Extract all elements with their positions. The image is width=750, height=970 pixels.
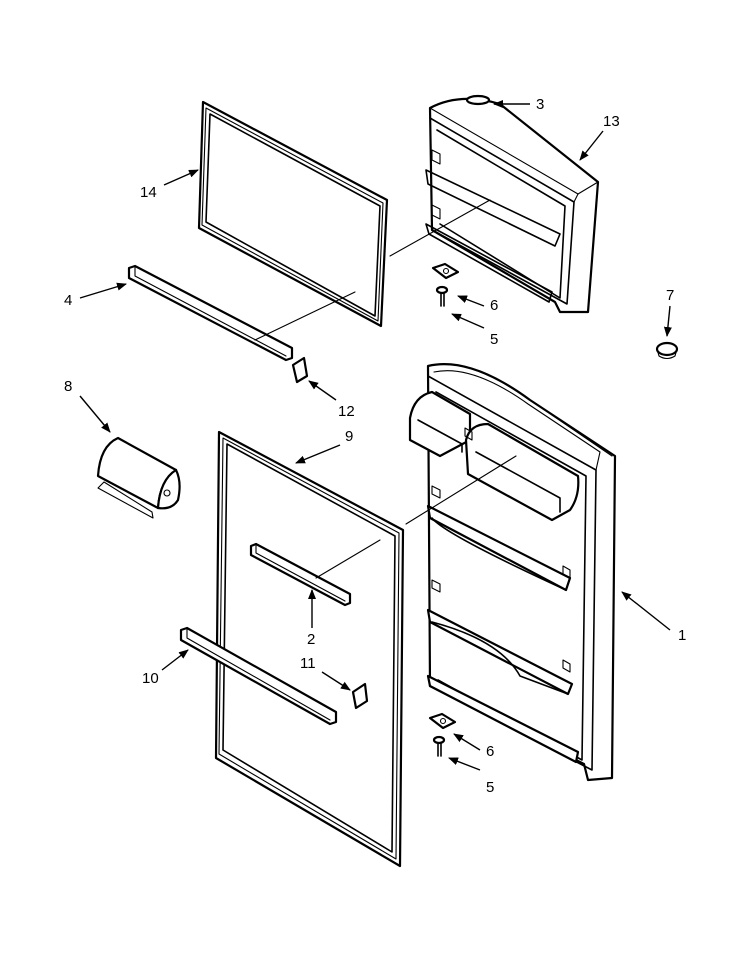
- callout-9: 9: [345, 428, 353, 445]
- hinge-upper: [431, 262, 460, 280]
- freezer-door-gasket: [197, 100, 389, 328]
- callout-3: 3: [536, 96, 544, 113]
- callout-7: 7: [666, 287, 674, 304]
- bottom-end-cap: [351, 682, 369, 710]
- hinge-lower: [428, 712, 457, 730]
- screw-lower: [432, 735, 446, 757]
- alignment-lines: [254, 199, 517, 579]
- dairy-door: [96, 436, 181, 519]
- callout-12: 12: [338, 403, 355, 420]
- freezer-retainer-bar: [127, 264, 294, 362]
- bottom-retainer-bar: [179, 626, 338, 726]
- freezer-end-cap: [291, 356, 309, 384]
- callout-5-upper: 5: [490, 331, 498, 348]
- fresh-food-door-gasket: [214, 430, 405, 868]
- callout-labels: 3 13 14 4 6 5 7 12 8 9 2 1 10 11 6 5: [64, 96, 686, 796]
- callout-2: 2: [307, 631, 315, 648]
- callout-4: 4: [64, 292, 72, 309]
- callout-10: 10: [142, 670, 159, 687]
- plug-button: [655, 341, 679, 360]
- callout-13: 13: [603, 113, 620, 130]
- callout-8: 8: [64, 378, 72, 395]
- callout-6-lower: 6: [486, 743, 494, 760]
- callout-11: 11: [300, 655, 316, 672]
- callout-14: 14: [140, 184, 157, 201]
- screw-upper: [435, 285, 449, 307]
- callout-5-lower: 5: [486, 779, 494, 796]
- freezer-door: [425, 94, 600, 314]
- fresh-food-retainer-bar: [249, 542, 352, 607]
- callout-leaders: [79, 100, 672, 771]
- callout-1: 1: [678, 627, 686, 644]
- fresh-food-door: [408, 363, 617, 782]
- callout-6-upper: 6: [490, 297, 498, 314]
